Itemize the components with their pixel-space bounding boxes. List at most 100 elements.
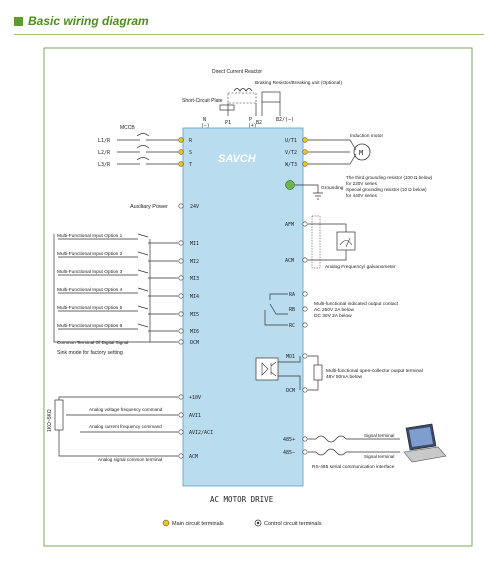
mccb-label: MCCB — [120, 125, 135, 131]
terminal-485-minus: 485− — [283, 450, 295, 456]
input-lines — [117, 133, 178, 165]
dc-wires — [227, 102, 281, 116]
control-terminal-avi1 — [178, 412, 184, 418]
terminal-acm-out: ACM — [285, 258, 294, 264]
control-terminal-mi5 — [178, 311, 184, 317]
terminal-mi5: MI5 — [190, 312, 199, 318]
rs485-label: RS-485 serial communication interface — [312, 464, 395, 470]
reactor-box — [227, 92, 257, 104]
di-option-1: Multi-Functional Input Option 1 — [57, 233, 123, 239]
rs485-signal-1: Signal terminal — [364, 433, 394, 438]
control-terminal-dcm-out — [302, 387, 308, 393]
di-option-6: Multi-Functional Input Option 6 — [57, 323, 123, 329]
motor-icon — [353, 143, 371, 161]
twisted-pair — [315, 435, 347, 456]
terminal-10v: +10V — [189, 395, 201, 401]
legend-main-icon — [162, 519, 170, 527]
control-terminal-mi3 — [178, 275, 184, 281]
mo1-load — [308, 355, 319, 391]
terminal-p1: P1 — [225, 120, 231, 126]
control-terminal-mi4 — [178, 293, 184, 299]
legend-control-dot — [256, 521, 260, 525]
terminal-mi2: MI2 — [190, 259, 199, 265]
rs485-wires — [308, 438, 400, 453]
terminal-v: V/T2 — [285, 150, 297, 156]
input-l2: L2/R — [98, 150, 111, 156]
legend-main-label: Main circuit terminals — [172, 521, 224, 527]
terminal-n: N — [203, 117, 206, 123]
di-option-2: Multi-Functional Input Option 2 — [57, 251, 123, 257]
legend-control-label: Control circuit terminals — [264, 521, 322, 527]
digital-input-wiring — [53, 233, 178, 343]
braking-label: Braking Resistor/Breaking unit (Optional… — [255, 80, 342, 86]
terminal-mo1: MO1 — [286, 354, 295, 360]
control-terminal-10v — [178, 394, 184, 400]
control-terminal-dcm — [178, 339, 184, 345]
galvanometer-icon — [336, 231, 356, 251]
control-terminal-mi1 — [178, 240, 184, 246]
relay-label-2: AC 250V 2A below — [314, 307, 355, 313]
terminal-rb: RB — [289, 307, 295, 313]
relay-label-1: Multi-functional indicated output contac… — [314, 301, 399, 307]
grounding-note-2: for 220V series — [346, 181, 378, 186]
dc-reactor-label: Direct Current Reactor — [212, 69, 262, 75]
di-common-label: Common Terminal Of Digital Signal — [57, 340, 128, 345]
control-terminal-mi6 — [178, 328, 184, 334]
terminal-n-sign: (−) — [201, 123, 210, 129]
main-terminal-w — [302, 161, 308, 167]
aux-power-label: Auxiliary Power — [130, 204, 168, 210]
potentiometer-icon — [54, 399, 64, 431]
terminal-mi6: MI6 — [190, 329, 199, 335]
section-header: Basic wiring diagram — [14, 14, 484, 35]
grounding-note-1: The third grounding resistor (100 Ω belo… — [346, 175, 433, 180]
main-terminal-v — [302, 149, 308, 155]
di-option-5: Multi-Functional Input Option 5 — [57, 305, 123, 311]
grounding-note-3: Special grounding resistor (10 Ω below) — [346, 187, 427, 192]
reactor-coil — [233, 88, 253, 92]
terminal-p-sign: (+) — [248, 123, 257, 129]
motor-label: Induction motor — [350, 133, 383, 139]
afm-wires — [308, 223, 347, 261]
input-l3: L3/R — [98, 162, 111, 168]
header-divider — [14, 34, 484, 35]
sink-mode-note: Sink mode for factory setting — [57, 350, 123, 356]
short-circuit-plate — [219, 104, 235, 111]
ground-terminal-icon — [285, 180, 295, 190]
terminal-mi1: MI1 — [190, 241, 199, 247]
ground-symbol — [295, 184, 323, 200]
analog-current-label: Analog current frequency command — [89, 424, 162, 429]
terminal-r: R — [189, 138, 193, 144]
drive-body — [182, 127, 304, 487]
optocoupler-icon — [255, 357, 279, 381]
terminal-t: T — [189, 162, 192, 168]
relay-label-3: DC 30V 2A below — [314, 313, 352, 319]
terminal-dcm-out: DCM — [286, 388, 295, 394]
afm-shield — [311, 215, 321, 269]
terminal-p: P — [249, 117, 252, 123]
control-terminal-485-plus — [302, 436, 308, 442]
grounding-note-4: for 440V series — [346, 193, 378, 198]
main-terminal-s — [178, 149, 184, 155]
laptop-icon — [403, 423, 447, 463]
terminal-s: S — [189, 150, 192, 156]
control-terminal-rb — [302, 306, 308, 312]
control-terminal-24v — [178, 203, 184, 209]
grounding-label: Grounding — [321, 185, 344, 191]
di-option-3: Multi-Functional Input Option 3 — [57, 269, 123, 275]
analog-common-label: Analog signal common terminal — [98, 457, 162, 462]
diagram-frame — [43, 47, 473, 547]
terminal-dcm: DCM — [190, 340, 199, 346]
analog-input-wires — [58, 396, 178, 457]
relay-contacts — [264, 293, 288, 326]
terminal-acm-in: ACM — [189, 454, 198, 460]
main-terminal-r — [178, 137, 184, 143]
terminal-afm: AFM — [285, 222, 294, 228]
optocoupler-symbol — [261, 361, 277, 377]
control-terminal-avi2 — [178, 429, 184, 435]
control-terminal-rc — [302, 322, 308, 328]
rs485-signal-2: Signal terminal — [364, 454, 394, 459]
mo1-load-resistor — [313, 364, 323, 381]
drive-label: AC MOTOR DRIVE — [210, 495, 274, 504]
page-title: Basic wiring diagram — [28, 14, 149, 28]
